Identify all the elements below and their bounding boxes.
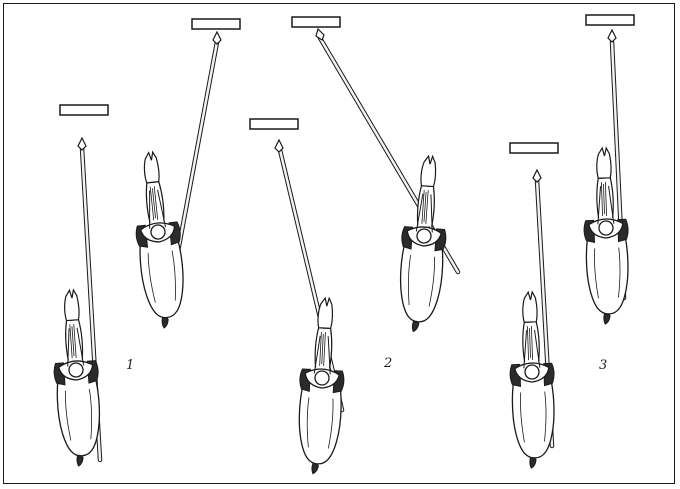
target-bar-icon <box>250 119 298 129</box>
panel-label-1: 1 <box>126 358 134 373</box>
target-bar-icon <box>292 17 340 27</box>
horseman-icon <box>507 291 557 468</box>
panel-label-2: 2 <box>383 356 392 371</box>
horseman-icon <box>48 289 104 468</box>
panel-label-3: 3 <box>599 358 607 373</box>
horseman-icon <box>581 147 631 324</box>
target-bar-icon <box>60 105 108 115</box>
target-bar-icon <box>192 19 240 29</box>
horseman-icon <box>295 297 348 475</box>
target-bar-icon <box>510 143 558 153</box>
target-bar-icon <box>586 15 634 25</box>
